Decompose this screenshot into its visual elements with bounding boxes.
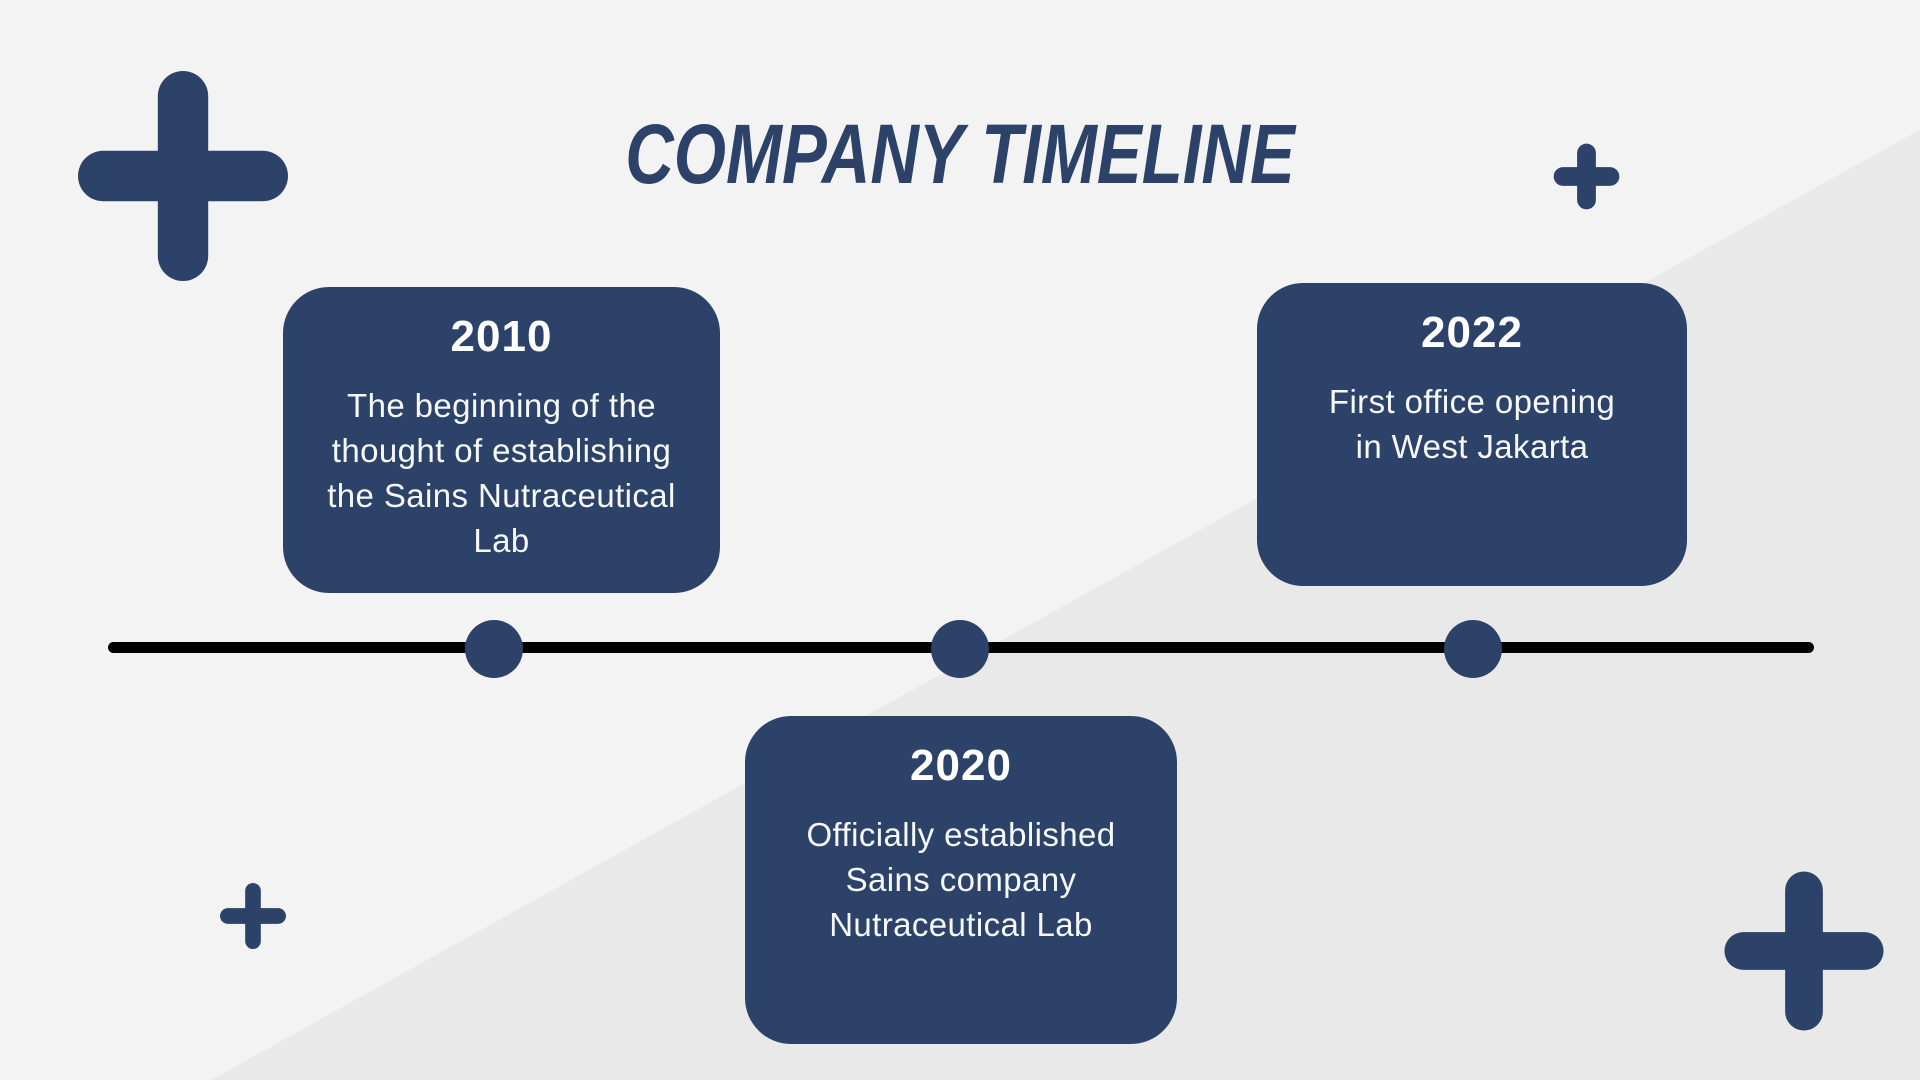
milestone-card-2020: 2020 Officially established Sains compan…	[745, 716, 1177, 1044]
page-title: COMPANY TIMELINE	[625, 107, 1295, 201]
milestone-year: 2022	[1421, 308, 1523, 357]
milestone-description: Officially established Sains company Nut…	[806, 816, 1116, 943]
milestone-year: 2020	[910, 741, 1012, 790]
milestone-year: 2010	[450, 312, 553, 361]
timeline-dot-2010	[465, 620, 523, 678]
milestone-description: The beginning of the thought of establis…	[327, 387, 676, 559]
milestone-card-2010: 2010 The beginning of the thought of est…	[283, 287, 720, 593]
milestone-description: First office opening in West Jakarta	[1328, 383, 1616, 465]
plus-icon-bottom-right	[1722, 868, 1886, 1034]
milestone-card-2022: 2022 First office opening in West Jakart…	[1257, 283, 1687, 586]
plus-icon-top-right	[1553, 143, 1620, 210]
timeline-dot-2020	[931, 620, 989, 678]
timeline-dot-2022	[1444, 620, 1502, 678]
plus-icon-bottom-left	[219, 882, 287, 950]
plus-icon-top-left	[78, 71, 288, 281]
